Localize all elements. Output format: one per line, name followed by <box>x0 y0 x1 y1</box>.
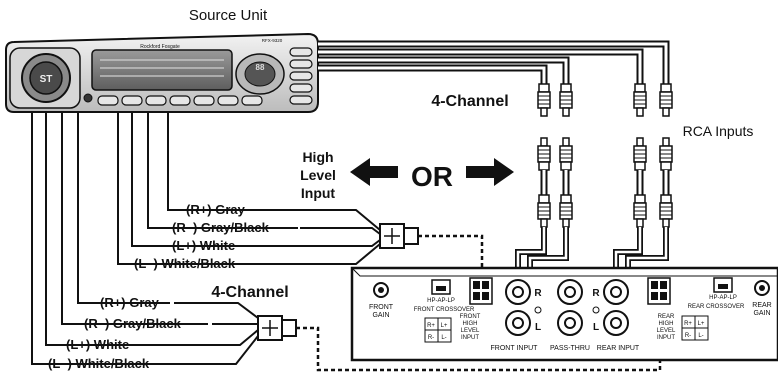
brand-logo: Rockford Fosgate <box>140 44 180 50</box>
svg-text:L+: L+ <box>441 323 448 329</box>
four-channel-label-top: 4-Channel <box>431 93 508 110</box>
svg-text:R+: R+ <box>427 323 435 329</box>
harness-plug-top <box>379 223 419 249</box>
display-digits: 88 <box>256 63 265 72</box>
high-level-wires <box>31 112 312 365</box>
wire-label: (L–) White/Black <box>134 256 236 271</box>
svg-text:L: L <box>593 322 599 333</box>
wire-labels-top: (R+) Gray (R–) Gray/Black (L+) White (L–… <box>134 202 270 271</box>
front-crossover-label: FRONT CROSSOVER <box>414 307 475 313</box>
svg-text:R-: R- <box>685 333 691 339</box>
terminal-legend-rear: R+ L+ R- L- <box>681 315 709 341</box>
rca-cables-outline <box>318 40 670 84</box>
or-label: OR <box>411 161 453 192</box>
harness-plug-bottom <box>257 315 297 341</box>
svg-text:L+: L+ <box>698 321 705 327</box>
svg-text:R: R <box>592 288 600 299</box>
badge-logo: ST <box>40 74 53 85</box>
svg-text:HIGH: HIGH <box>659 321 674 327</box>
wire-label: (R+) Gray <box>186 202 246 217</box>
svg-text:L-: L- <box>698 333 703 339</box>
preset-buttons <box>97 95 263 106</box>
svg-text:LEVEL: LEVEL <box>461 328 480 334</box>
rca-plugs-upper <box>537 83 673 117</box>
amplifier-panel: FRONT GAIN HP-AP-LP FRONT CROSSOVER FRON… <box>350 266 778 362</box>
svg-text:GAIN: GAIN <box>753 310 770 317</box>
rear-gain-label: REAR <box>752 302 771 309</box>
svg-text:High: High <box>302 149 333 165</box>
svg-text:LEVEL: LEVEL <box>657 328 676 334</box>
wire-label: (L–) White/Black <box>48 356 150 371</box>
rear-input-label: REAR INPUT <box>597 345 640 352</box>
display-panel <box>91 49 233 91</box>
svg-text:INPUT: INPUT <box>657 335 675 341</box>
hp-ap-lp-front-label: HP-AP-LP <box>427 298 455 304</box>
svg-text:HIGH: HIGH <box>463 321 478 327</box>
svg-text:R+: R+ <box>684 321 692 327</box>
svg-text:L-: L- <box>441 335 446 341</box>
svg-text:Level: Level <box>300 167 336 183</box>
svg-text:Input: Input <box>301 185 336 201</box>
rca-plugs-lower <box>537 137 673 171</box>
front-input-label: FRONT INPUT <box>491 345 539 352</box>
side-buttons <box>289 47 313 105</box>
svg-text:REAR: REAR <box>658 314 675 320</box>
rear-crossover-label: REAR CROSSOVER <box>688 304 745 310</box>
source-unit-title: Source Unit <box>189 7 268 24</box>
rca-plugs-bottom <box>537 194 673 228</box>
model-number: RFX-9320 <box>262 38 283 43</box>
pass-thru-label: PASS-THRU <box>550 345 590 352</box>
rca-inputs-label: RCA Inputs <box>683 123 754 139</box>
wire-label: (R–) Gray/Black <box>172 220 270 235</box>
four-channel-label-bottom: 4-Channel <box>211 284 288 301</box>
hp-ap-lp-rear-label: HP-AP-LP <box>709 295 737 301</box>
arrow-left-icon <box>350 158 398 186</box>
svg-text:R-: R- <box>428 335 434 341</box>
arrow-right-icon <box>466 158 514 186</box>
wire-label: (L+) White <box>172 238 235 253</box>
wire-label: (R+) Gray <box>100 295 160 310</box>
wire-label: (R–) Gray/Black <box>84 316 182 331</box>
svg-text:INPUT: INPUT <box>461 335 479 341</box>
svg-text:FRONT: FRONT <box>460 314 481 320</box>
svg-text:GAIN: GAIN <box>372 312 389 319</box>
high-level-input-label: High Level Input <box>300 149 336 201</box>
wire-label: (L+) White <box>66 337 129 352</box>
terminal-legend-front: R+ L+ R- L- <box>424 317 452 343</box>
front-gain-label: FRONT <box>369 304 394 311</box>
r-label: R <box>534 288 542 299</box>
l-label: L <box>535 322 541 333</box>
wire-labels-bottom: (R+) Gray (R–) Gray/Black (L+) White (L–… <box>48 295 182 371</box>
head-unit: ST Rockford Fosgate RFX-9320 88 <box>5 32 319 113</box>
